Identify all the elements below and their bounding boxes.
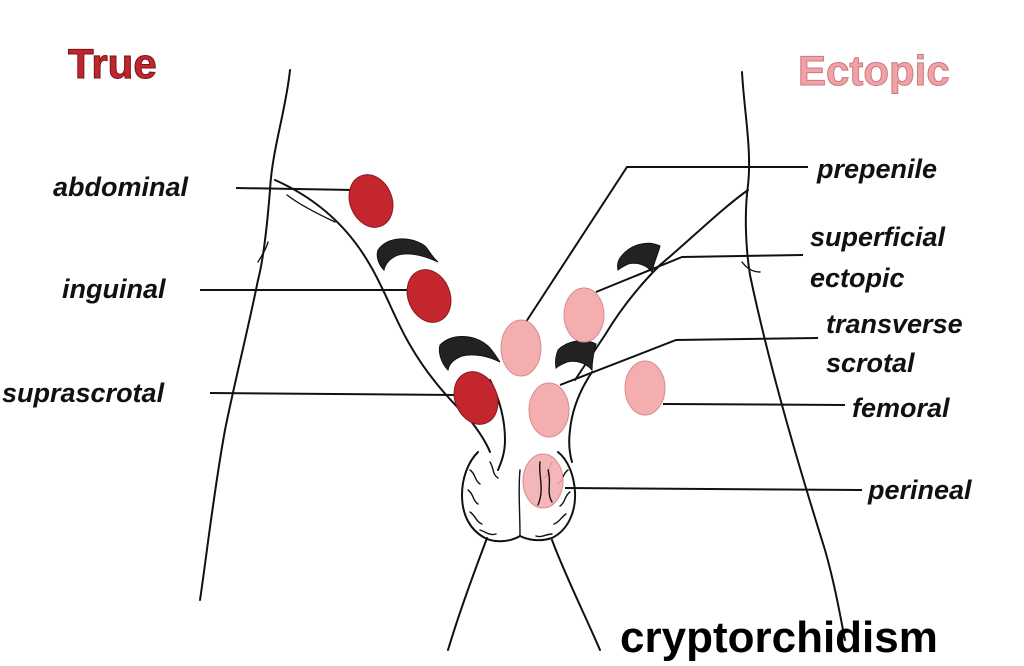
label-transverse: transverse [826, 309, 963, 339]
leader-suprascrotal [209, 392, 459, 396]
leader-lines [200, 166, 863, 491]
testis-perineal [522, 453, 564, 509]
scrotum-wrinkles-left [467, 461, 499, 536]
leader-transverse-scrotal [559, 337, 819, 386]
left-inguinal-line [274, 179, 471, 421]
label-superficial: superficial [810, 222, 946, 252]
leader-prepenile [521, 166, 808, 329]
heading-ectopic: Ectopic [798, 47, 950, 94]
label-femoral: femoral [852, 393, 950, 423]
label-suprascrotal: suprascrotal [2, 378, 165, 408]
right-thigh-line [551, 539, 601, 651]
right-lower-ring [555, 340, 597, 372]
left-lower-ring [438, 336, 501, 372]
testis-superficial-ectopic [563, 287, 605, 343]
left-waist-mark [257, 241, 269, 263]
right-external-ring [617, 242, 661, 274]
scrotum-raphe [518, 469, 521, 537]
penis-right-edge [568, 371, 593, 463]
true-positions [348, 174, 499, 425]
testis-prepenile [500, 319, 542, 377]
label-prepenile: prepenile [816, 154, 937, 184]
testis-femoral [624, 360, 666, 416]
diagram-title: cryptorchidism [620, 613, 938, 662]
left-thigh-line [447, 537, 488, 651]
leader-perineal [564, 487, 863, 491]
label-abdominal: abdominal [53, 172, 189, 202]
heading-true: True [68, 40, 157, 87]
right-torso-outline [741, 71, 846, 641]
leader-femoral [662, 403, 846, 406]
leader-superficial-ectopic [595, 254, 804, 293]
left-torso-outline [199, 69, 291, 601]
label-ectopic: ectopic [810, 263, 905, 293]
left-upper-crease [286, 194, 336, 223]
perineal-cord-overlay [537, 461, 553, 506]
label-perineal: perineal [867, 475, 972, 505]
testis-transverse-scrotal [528, 382, 570, 438]
right-inguinal-line [574, 189, 749, 381]
right-waist-mark [741, 261, 761, 273]
ectopic-positions [500, 287, 666, 509]
testis-abdominal [348, 174, 394, 228]
testis-suprascrotal [453, 371, 499, 425]
label-inguinal: inguinal [62, 274, 166, 304]
testis-inguinal [406, 269, 452, 323]
label-scrotal: scrotal [826, 348, 915, 378]
left-external-ring [376, 238, 439, 272]
leader-abdominal [235, 187, 355, 191]
